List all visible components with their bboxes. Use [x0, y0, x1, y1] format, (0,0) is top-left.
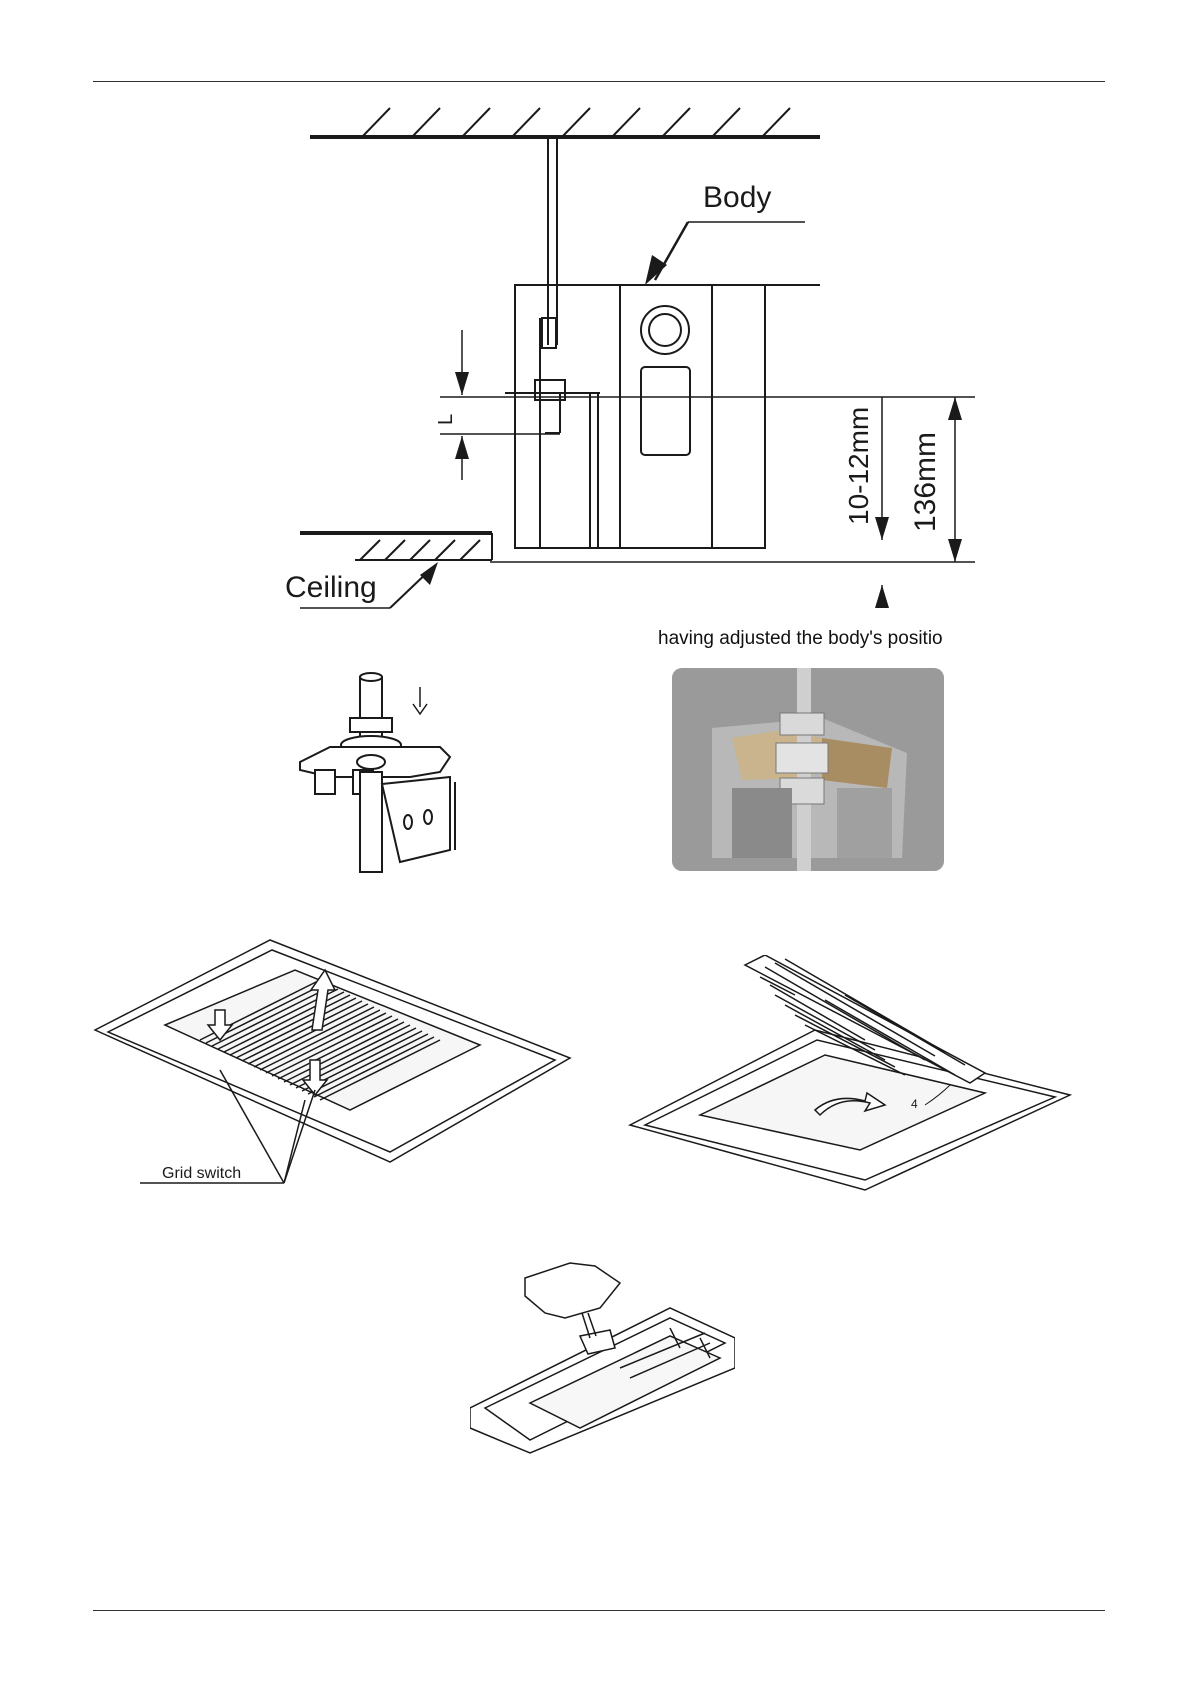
corner-cover-removal: [470, 1258, 735, 1468]
body-installation-diagram: Body Ceiling L 10-12mm 136mm: [0, 0, 1191, 620]
grid-switch-label: Grid switch: [162, 1165, 241, 1182]
body-label: Body: [703, 181, 771, 214]
grille-panel-grid-switch: Grid switch: [90, 930, 590, 1202]
nut-washer-drawing: [290, 672, 480, 877]
ceiling-label: Ceiling: [285, 571, 377, 604]
adjusted-position-caption: having adjusted the body's positio: [658, 628, 943, 650]
grille-panel-opened: 4: [625, 955, 1075, 1195]
nut-assembly-photo: [672, 668, 944, 871]
footer-rule: [93, 1610, 1105, 1611]
dim-l-label: L: [435, 414, 457, 425]
angle-label: 4: [911, 1097, 918, 1111]
dim-small-label: 10-12mm: [843, 407, 874, 525]
dim-large-label: 136mm: [909, 432, 942, 532]
